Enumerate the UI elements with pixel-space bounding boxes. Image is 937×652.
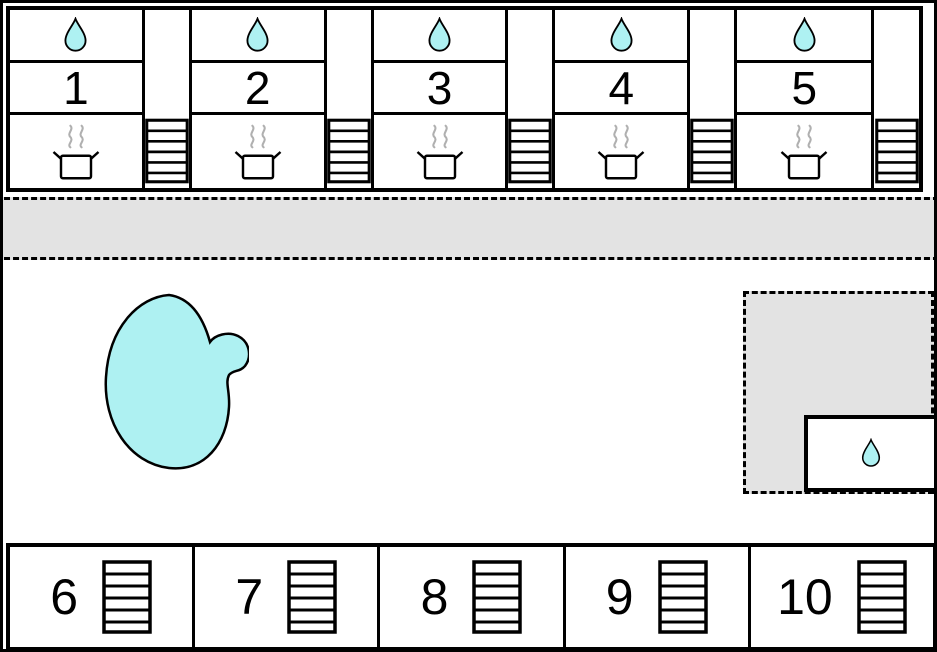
- site-10: 10: [751, 547, 933, 647]
- cooking-section: [192, 115, 324, 188]
- grate-column: [508, 10, 556, 188]
- grate-icon: [857, 560, 907, 634]
- site-7: 7: [195, 547, 381, 647]
- site-group-2: 2: [191, 10, 374, 188]
- cooking-section: [374, 115, 506, 188]
- site-5: 5: [737, 10, 875, 188]
- cooking-section: [555, 115, 687, 188]
- grate-column: [145, 10, 192, 188]
- grate-icon: [327, 118, 371, 184]
- site-number: 6: [50, 569, 78, 625]
- grate-icon: [508, 118, 552, 184]
- site-4: 4: [555, 10, 691, 188]
- site-number: 4: [608, 61, 635, 114]
- water-tap-section: [373, 10, 506, 63]
- water-drop-icon: [62, 17, 89, 54]
- grate-icon: [658, 560, 708, 634]
- site-group-1: 1: [10, 10, 192, 188]
- site-number: 3: [426, 61, 453, 114]
- site-3: 3: [373, 10, 509, 188]
- site-number: 2: [244, 61, 271, 114]
- site-number-section: 1: [10, 63, 142, 115]
- site-number: 9: [605, 569, 634, 625]
- cooking-pot-icon: [588, 122, 654, 182]
- site-number-section: 4: [555, 61, 688, 115]
- site-2: 2: [191, 10, 327, 188]
- water-drop-icon: [860, 438, 882, 469]
- site-number-section: 2: [191, 61, 324, 115]
- grate-icon: [102, 560, 152, 634]
- site-number-section: 3: [373, 61, 506, 115]
- water-drop-icon: [426, 17, 453, 54]
- water-drop-icon: [244, 17, 271, 54]
- cooking-pot-icon: [407, 122, 473, 182]
- road-strip: [3, 197, 934, 260]
- site-row-1-5: 1 2: [6, 6, 923, 192]
- site-number: 5: [791, 61, 818, 114]
- site-group-4: 4: [555, 10, 738, 188]
- site-9: 9: [566, 547, 751, 647]
- grate-icon: [875, 118, 919, 184]
- cooking-section: [10, 115, 142, 188]
- site-1: 1: [10, 10, 145, 188]
- water-tap-section: [10, 10, 142, 63]
- site-number: 8: [420, 569, 449, 625]
- water-tap-section: [737, 10, 872, 63]
- site-number: 7: [235, 569, 264, 625]
- water-point-box: [804, 415, 934, 492]
- grate-column: [690, 10, 738, 188]
- grate-column: [327, 10, 374, 188]
- grate-column: [874, 10, 919, 188]
- grate-icon: [690, 118, 734, 184]
- cooking-pot-icon: [43, 122, 109, 182]
- water-tap-section: [191, 10, 324, 63]
- cooking-section: [737, 115, 871, 188]
- site-number: 1: [63, 61, 89, 114]
- grate-icon: [472, 560, 522, 634]
- site-6: 6: [10, 547, 196, 647]
- site-number-section: 5: [737, 61, 872, 115]
- cooking-pot-icon: [225, 122, 291, 182]
- site-group-3: 3: [373, 10, 556, 188]
- site-group-5: 5: [737, 10, 919, 188]
- grate-icon: [145, 118, 189, 184]
- site-row-6-10: 6 7 8 9 10: [6, 543, 934, 649]
- grate-icon: [287, 560, 337, 634]
- water-drop-icon: [791, 17, 818, 54]
- pond: [104, 293, 249, 470]
- cooking-pot-icon: [771, 122, 837, 182]
- water-drop-icon: [608, 17, 635, 54]
- site-number: 10: [777, 569, 833, 625]
- water-tap-section: [555, 10, 688, 63]
- site-8: 8: [380, 547, 566, 647]
